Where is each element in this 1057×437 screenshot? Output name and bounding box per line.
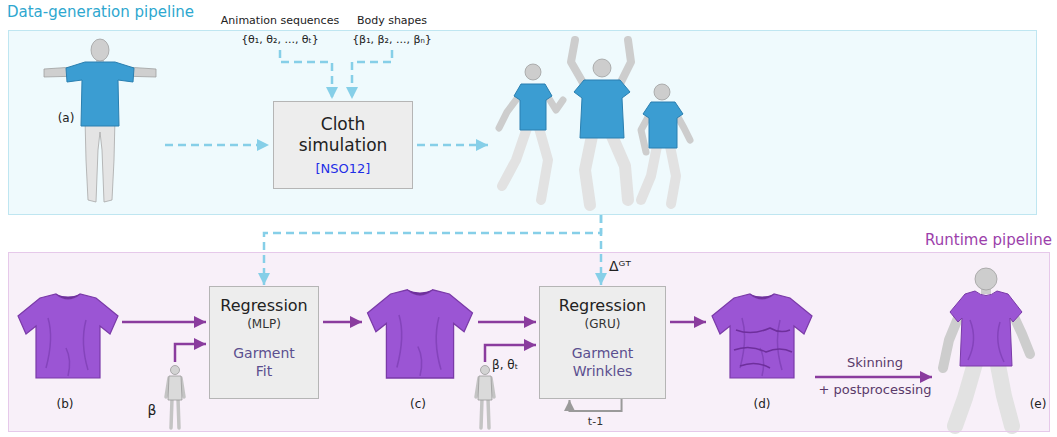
- figure-label: (c): [410, 397, 426, 411]
- posed-figure: [476, 366, 494, 429]
- figure-label: Body shapes: [357, 14, 427, 27]
- panel-heading: Data-generation pipeline: [7, 3, 194, 21]
- flow-arrow: [323, 321, 362, 324]
- figure-label: {β₁, β₂, ..., βₙ}: [352, 33, 432, 46]
- garment-template: [18, 294, 118, 378]
- final-figure: [968, 320, 1004, 362]
- final-figure: [975, 268, 997, 290]
- figure-label: (d): [754, 397, 771, 411]
- simulated-figure: [571, 40, 631, 205]
- input-arrow: [352, 50, 392, 99]
- flow-arrow: [175, 344, 206, 362]
- box-description: Garment Wrinkles: [548, 345, 658, 380]
- box-description: Garment Fit: [224, 345, 304, 380]
- model-type: (MLP): [247, 317, 281, 331]
- figure-label: {θ₁, θ₂, ..., θₜ}: [241, 33, 319, 46]
- citation: [NSO12]: [316, 161, 371, 176]
- simulated-figure: [585, 136, 628, 205]
- edge-label: t-1: [588, 415, 603, 428]
- t-pose-figure: [85, 118, 115, 202]
- wrinkled-garment: [712, 294, 812, 378]
- flow-connector: [264, 215, 601, 285]
- simulated-figure: [502, 128, 548, 200]
- simulated-figure: [514, 84, 552, 130]
- figure-label: β, θₜ: [492, 358, 518, 372]
- pipeline-panel: Data-generation pipelineCloth simulation…: [8, 30, 1037, 215]
- flow-arrow: [122, 321, 206, 324]
- figure-label: Animation sequences: [221, 14, 339, 27]
- t-pose-figure: [91, 39, 109, 61]
- flow-connector: [569, 399, 621, 411]
- figure-label: Skinning: [847, 355, 903, 370]
- simulated-figure: [574, 80, 630, 138]
- final-figure: [955, 360, 1012, 426]
- box-title: Cloth simulation: [283, 114, 403, 155]
- box-title: Regression: [559, 296, 647, 315]
- process-box: Cloth simulation [NSO12]: [273, 101, 413, 189]
- figure-label: + postprocessing: [818, 382, 931, 397]
- t-pose-figure: [44, 39, 156, 202]
- input-arrow: [417, 144, 488, 147]
- panel-ground: [8, 30, 1037, 215]
- simulated-figure: [643, 102, 683, 148]
- box-title: Regression: [220, 296, 308, 315]
- fitted-garment: [368, 290, 473, 378]
- t-pose-figure: [66, 62, 134, 126]
- final-figure: [950, 291, 1022, 366]
- simulated-figure: [593, 59, 611, 77]
- simulated-figure: [499, 64, 563, 200]
- figure-label: (e): [1030, 397, 1047, 411]
- process-box: Regression (GRU) Garment Wrinkles: [539, 286, 666, 399]
- flow-connector: [600, 215, 603, 285]
- model-type: (GRU): [585, 317, 621, 331]
- simulated-figure: [525, 64, 541, 80]
- body-shape-figure: [166, 366, 184, 429]
- process-box: Regression (MLP) Garment Fit: [209, 286, 319, 399]
- figure-label: (b): [57, 397, 74, 411]
- edge-label: Δᴳᵀ: [609, 258, 631, 274]
- pipeline-panel: Runtime pipelineRegression(MLP)Garment F…: [8, 252, 1050, 432]
- wrinkled-garment: [734, 328, 792, 368]
- flow-arrow: [478, 321, 536, 324]
- flow-arrow: [815, 376, 932, 379]
- panel-ground: [8, 252, 1050, 432]
- simulated-figure: [641, 84, 690, 204]
- figure-label: β: [148, 402, 157, 418]
- figure-label: (a): [58, 111, 75, 125]
- input-arrow: [165, 144, 269, 147]
- final-figure: [943, 268, 1030, 426]
- input-arrow: [280, 50, 332, 99]
- flow-arrow: [670, 321, 706, 324]
- simulated-figure: [654, 84, 670, 100]
- wrinkled-garment: [712, 294, 812, 378]
- panel-heading: Runtime pipeline: [925, 231, 1052, 249]
